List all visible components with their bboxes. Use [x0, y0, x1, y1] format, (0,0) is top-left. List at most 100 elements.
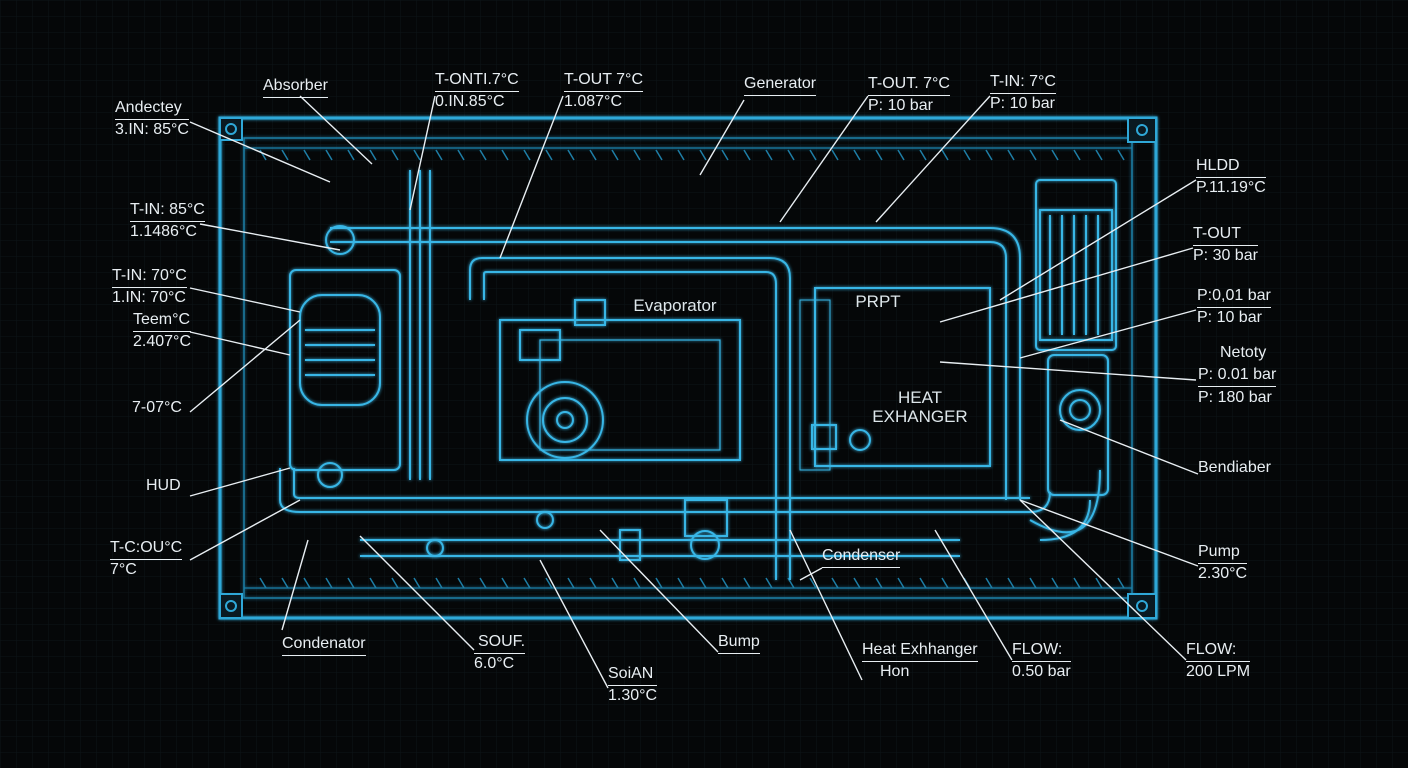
callout-teemd-line1: Teem°C: [133, 310, 191, 332]
hatch-tick: [457, 149, 465, 161]
callout-t-in-70-line1: T-IN: 70°C: [112, 266, 187, 288]
callout-heat-exh-line2: Hon: [880, 663, 910, 680]
hatch-tick: [1051, 577, 1059, 589]
callout-flow-1-line1: FLOW:: [1012, 640, 1071, 662]
callout-t-c-out-line2: 7°C: [110, 561, 137, 578]
callout-t-out-right-line2: P: 30 bar: [1193, 247, 1258, 264]
hatch-tick: [567, 577, 575, 589]
absorber-unit: [289, 225, 401, 488]
callout-netoty-line3: P: 180 bar: [1198, 389, 1272, 406]
leader-line: [699, 99, 745, 176]
hatch-tick: [259, 577, 267, 589]
hatch-tick: [259, 149, 267, 161]
leader-line: [789, 529, 863, 681]
evaporator-unit: [499, 299, 741, 461]
leader-line: [779, 95, 869, 223]
hatch-tick: [545, 149, 553, 161]
callout-soian-line1: SoiAN: [608, 664, 658, 686]
hatch-tick: [809, 577, 817, 589]
callout-andectey: Andectey 3.IN: 85°C: [115, 98, 189, 140]
hatch-tick: [523, 577, 531, 589]
hatch-tick: [523, 149, 531, 161]
leader-line: [199, 223, 341, 251]
hatch-tick: [853, 149, 861, 161]
callout-condenator: Condenator: [282, 634, 366, 656]
callout-condenator-line1: Condenator: [282, 634, 366, 656]
leader-line: [934, 529, 1013, 661]
callout-souf-line1: SOUF.: [474, 632, 526, 654]
hatch-tick: [1095, 149, 1103, 161]
callout-7-07: 7-07°C: [132, 398, 182, 418]
callout-bendiaber-line1: Bendiaber: [1198, 459, 1271, 476]
frame: [218, 116, 1158, 620]
hatch-tick: [545, 577, 553, 589]
callout-flow-1-line2: 0.50 bar: [1012, 663, 1071, 680]
pump-unit: [426, 499, 728, 561]
callout-t-onti-line2: 0.IN.85°C: [435, 93, 505, 110]
leader-line: [499, 95, 564, 259]
hatch-tick: [809, 149, 817, 161]
callout-netoty: Netoty P: 0.01 bar P: 180 bar: [1198, 342, 1277, 409]
hatch-tick: [655, 577, 663, 589]
hatch-tick: [919, 149, 927, 161]
callout-netoty-line2: P: 0.01 bar: [1198, 364, 1277, 387]
hatch-tick: [1007, 149, 1015, 161]
leader-lines: [189, 95, 1199, 689]
hatch-tick: [699, 577, 707, 589]
heat-exchanger-label-line1: HEAT: [897, 388, 943, 407]
hatch-tick: [413, 149, 421, 161]
hatch-tick: [1073, 577, 1081, 589]
hatch-tick: [1051, 149, 1059, 161]
callout-t-in-1-line2: P: 10 bar: [990, 95, 1055, 112]
hatch-tick: [743, 149, 751, 161]
hatch-tick: [985, 149, 993, 161]
hatch-tick: [501, 149, 509, 161]
motor-unit: [1035, 179, 1117, 496]
hatch-tick: [567, 149, 575, 161]
callout-hldd-line1: HLDD: [1196, 156, 1266, 178]
callout-t-out-right-line1: T-OUT: [1193, 224, 1258, 246]
leader-line: [939, 247, 1194, 323]
hatch-tick: [1073, 149, 1081, 161]
callout-condenser-line1: Condenser: [822, 546, 901, 568]
leader-line: [189, 331, 291, 356]
leader-line: [999, 179, 1197, 301]
leader-line: [189, 467, 291, 497]
hatch-tick: [413, 577, 421, 589]
heat-exchanger-unit: [799, 287, 991, 471]
hatch-tick: [721, 149, 729, 161]
hatch-tick: [1029, 577, 1037, 589]
evaporator-label: Evaporator: [633, 296, 717, 315]
hatch-tick: [765, 149, 773, 161]
prpt-label: PRPT: [855, 292, 901, 311]
hatch-tick: [985, 577, 993, 589]
leader-line: [1019, 499, 1187, 661]
hatch-tick: [501, 577, 509, 589]
callout-souf: SOUF. 6.0°C: [474, 632, 526, 674]
hatch-tick: [325, 577, 333, 589]
callout-t-out-2-line1: T-OUT. 7°C: [868, 74, 950, 96]
callout-teemd: Teem°C 2.407°C: [133, 310, 191, 352]
callout-p-001-line1: P:0,01 bar: [1197, 286, 1271, 308]
callout-t-out-1-line2: 1.087°C: [564, 93, 622, 110]
hatch-tick: [1095, 577, 1103, 589]
hatch-tick: [897, 577, 905, 589]
callout-flow-2: FLOW: 200 LPM: [1186, 640, 1251, 682]
heat-exchanger-label-line2: EXHANGER: [872, 407, 968, 426]
callout-generator: Generator: [744, 74, 817, 96]
hatch-tick: [875, 149, 883, 161]
callout-absorber: Absorber: [263, 76, 328, 98]
hatch-tick: [325, 149, 333, 161]
callout-p-001-line2: P: 10 bar: [1197, 309, 1262, 326]
leader-line: [1019, 499, 1199, 567]
callout-soian: SoiAN 1.30°C: [608, 664, 658, 706]
callout-pump-right: Pump 2.30°C: [1198, 542, 1248, 584]
heat-exchanger-label: HEAT EXHANGER: [860, 388, 980, 426]
callout-soian-line2: 1.30°C: [608, 687, 658, 704]
hatch-tick: [677, 149, 685, 161]
callout-hldd: HLDD P.11.19°C: [1196, 156, 1266, 198]
leader-line: [281, 539, 309, 631]
hatch-tick: [347, 149, 355, 161]
hatch-tick: [831, 577, 839, 589]
leader-line: [409, 95, 436, 211]
